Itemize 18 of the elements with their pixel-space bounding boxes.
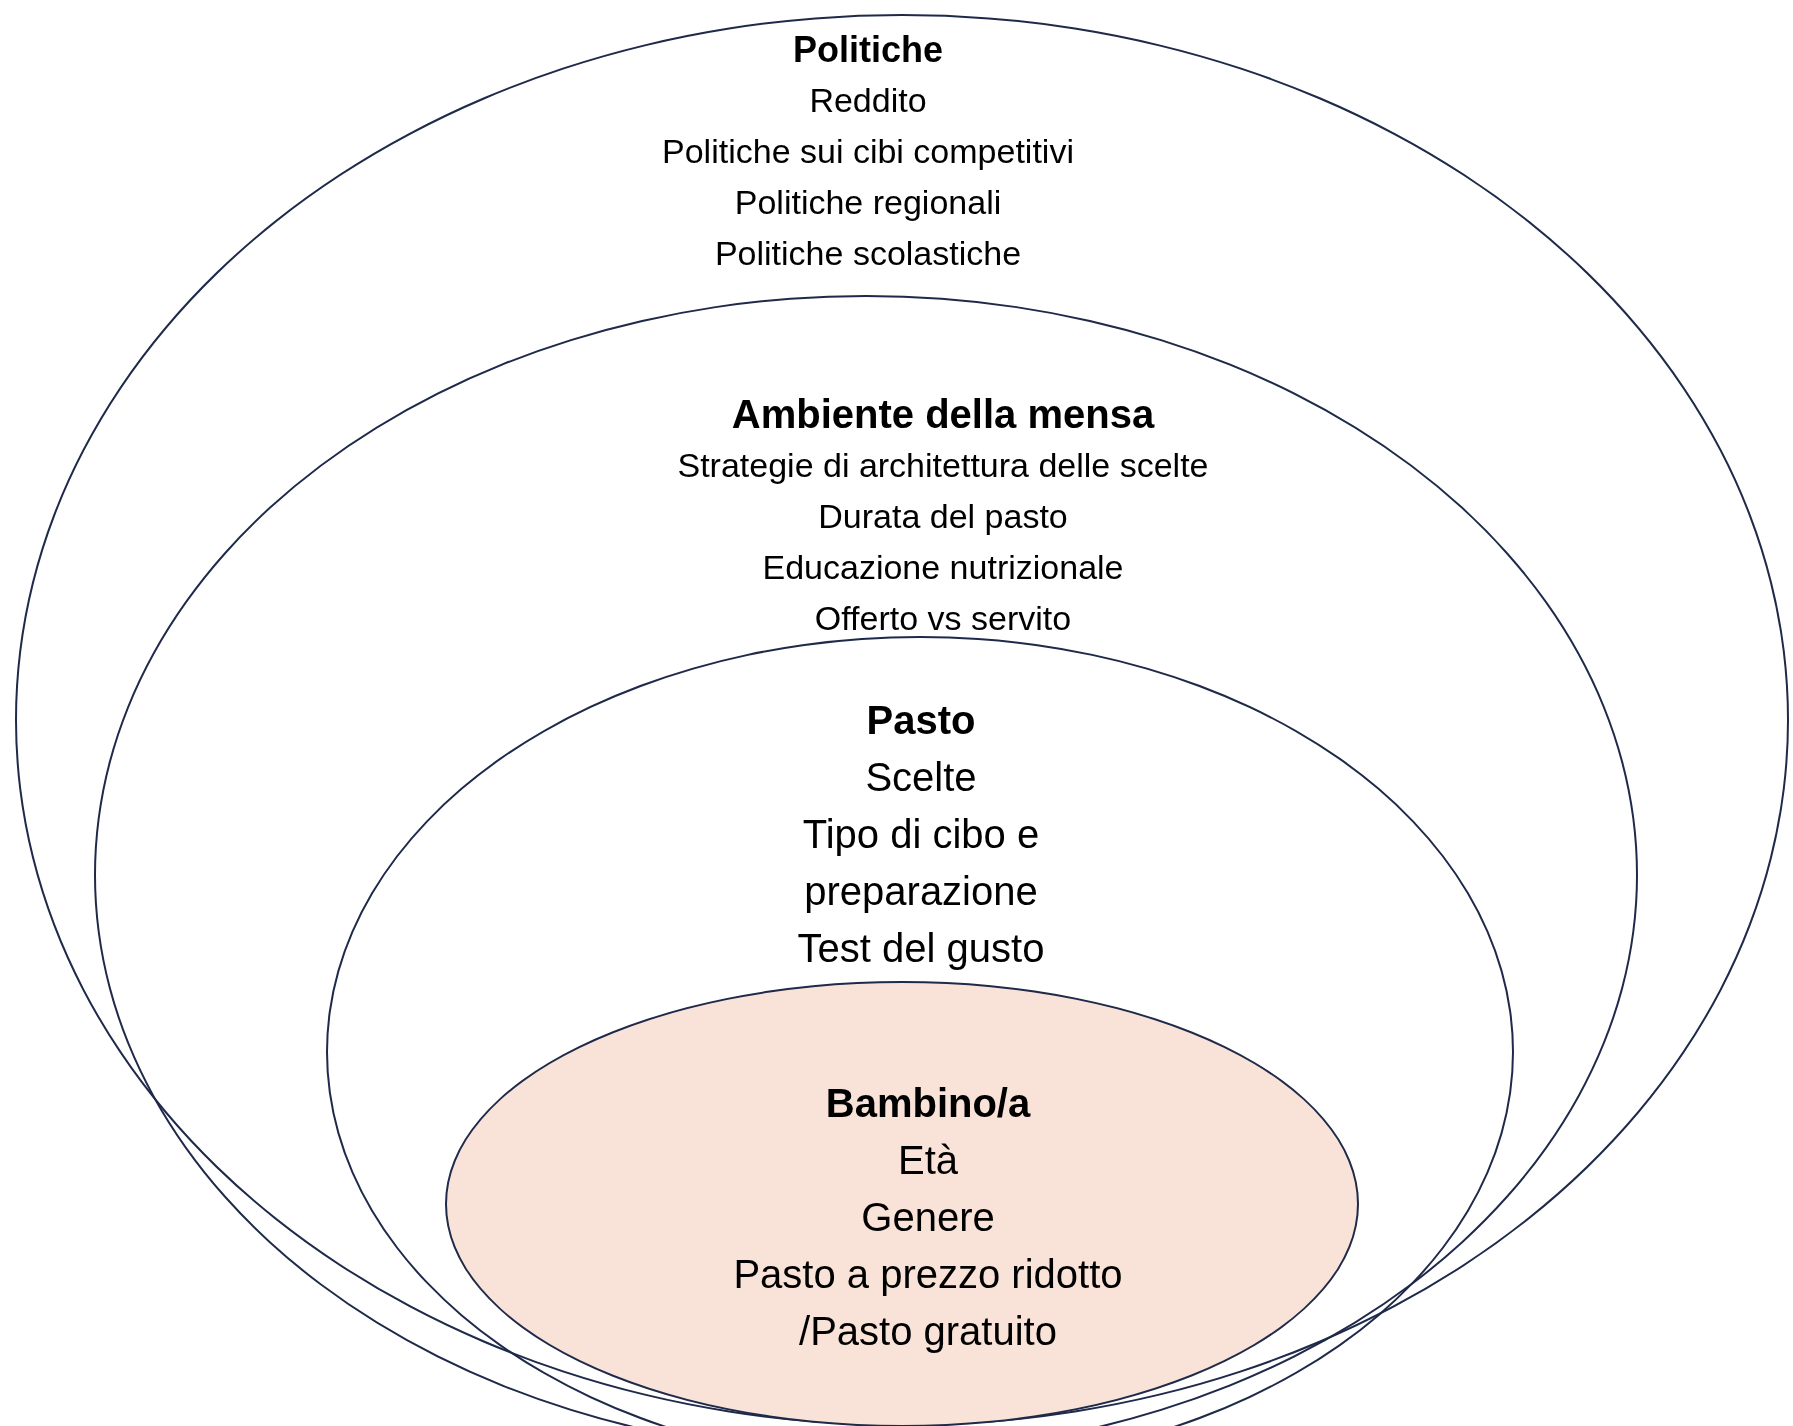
list-item: Reddito (809, 80, 927, 121)
heading: Ambiente della mensa (731, 391, 1155, 438)
heading: Politiche (793, 28, 943, 72)
list-item: Genere (861, 1194, 995, 1241)
list-item: Durata del pasto (818, 496, 1068, 537)
heading: Bambino/a (825, 1080, 1031, 1127)
list-item: Scelte (865, 754, 977, 801)
list-item: Pasto a prezzo ridotto /Pasto gratuito (732, 1251, 1124, 1355)
list-item: Politiche sui cibi competitivi (662, 131, 1074, 172)
list-item: Politiche scolastiche (714, 233, 1022, 274)
list-item: Politiche regionali (734, 182, 1002, 223)
list-item: Educazione nutrizionale (762, 547, 1124, 588)
list-item: Test del gusto (797, 925, 1045, 972)
list-item: Età (897, 1137, 958, 1184)
list-item: Tipo di cibo e preparazione (801, 811, 1041, 915)
list-item: Offerto vs servito (814, 598, 1072, 639)
list-item: Strategie di architettura delle scelte (677, 445, 1209, 486)
heading: Pasto (866, 697, 976, 744)
